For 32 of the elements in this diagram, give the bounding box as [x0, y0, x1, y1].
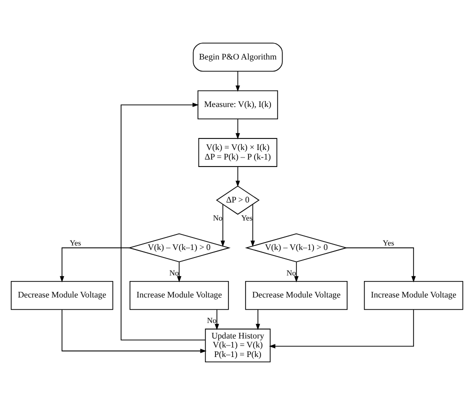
node-box: Update History V(k–1) = V(k) P(k–1) = P(k): [204, 328, 271, 362]
arrow: [62, 308, 207, 353]
arrow: [294, 261, 299, 282]
arrow: [269, 308, 414, 348]
node-diamond: V(k) – V(k–1) > 0: [245, 232, 348, 262]
node-box: Decrease Module Voltage: [245, 280, 348, 310]
node-diamond: V(k) – V(k–1) > 0: [128, 232, 231, 262]
edge-label: No: [207, 316, 217, 325]
edge-label: No: [286, 268, 296, 278]
node-box: Increase Module Voltage: [364, 280, 464, 310]
node-box: Measure: V(k), I(k): [198, 90, 278, 119]
node-box: Decrease Module Voltage: [10, 280, 114, 310]
edge-label: Yes: [241, 212, 253, 222]
arrow: [236, 118, 240, 139]
node-box: Begin P&O Algorithm: [192, 42, 283, 72]
arrow: [250, 204, 255, 246]
arrow: [177, 261, 182, 282]
node-box: Increase Module Voltage: [130, 280, 229, 310]
edge-label: No: [169, 268, 179, 278]
arrow: [256, 308, 260, 330]
node-diamond: ΔP > 0: [216, 185, 260, 214]
arrow: [346, 246, 416, 282]
edge-label: No: [212, 212, 223, 222]
arrow: [60, 246, 130, 282]
edge-label: Yes: [382, 238, 394, 247]
arrow: [236, 166, 240, 187]
arrow: [220, 204, 225, 246]
arrow: [214, 308, 220, 330]
arrow: [120, 102, 206, 340]
node-box: V(k) = V(k) × I(k) ΔP = P(k) – P (k-1): [198, 138, 278, 166]
edge-label: Yes: [70, 238, 82, 247]
arrow: [236, 70, 240, 92]
